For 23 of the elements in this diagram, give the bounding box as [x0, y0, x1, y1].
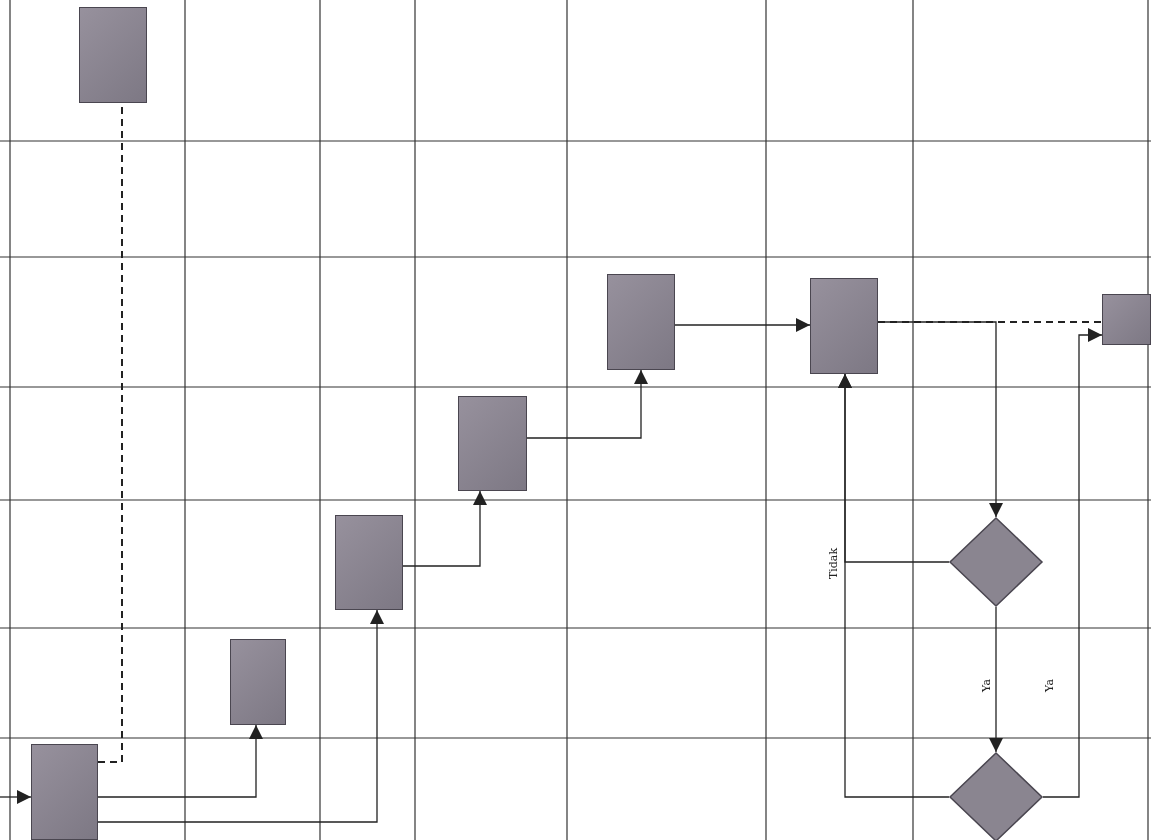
process-box — [1102, 294, 1151, 345]
decision-diamond — [949, 752, 1043, 840]
arrow — [97, 724, 263, 798]
arrow — [838, 373, 950, 798]
process-box — [31, 744, 98, 840]
arrow — [402, 490, 487, 567]
process-box — [458, 396, 527, 491]
process-box — [810, 278, 878, 374]
arrow — [674, 318, 811, 332]
arrow — [877, 321, 1003, 518]
edge-label: Ya — [980, 677, 992, 693]
decision-diamond — [949, 517, 1043, 607]
arrow — [1042, 328, 1103, 798]
arrow — [989, 606, 1003, 753]
edge-label: Tidak — [827, 546, 839, 580]
process-box — [335, 515, 403, 610]
arrow — [97, 609, 384, 823]
edge-label: Ya — [1043, 677, 1055, 693]
process-box — [607, 274, 675, 370]
arrow — [526, 369, 648, 439]
arrow — [0, 790, 32, 804]
process-box — [230, 639, 286, 725]
process-box — [79, 7, 147, 103]
